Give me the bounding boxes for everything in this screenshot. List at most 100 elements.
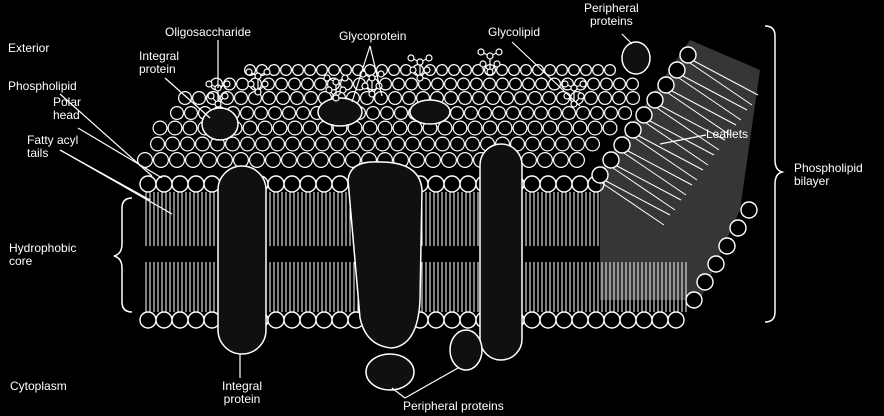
phospholipid-head	[426, 153, 441, 168]
phospholipid-head	[140, 176, 156, 192]
phospholipid-head	[719, 238, 735, 254]
phospholipid-head	[282, 153, 297, 168]
polar-head-label: Polar head	[53, 96, 81, 122]
phospholipid-head	[346, 137, 360, 151]
sugar-residue	[248, 81, 254, 87]
phospholipid-head	[498, 121, 512, 135]
phospholipid-head	[202, 153, 217, 168]
phospholipid-head	[741, 202, 757, 218]
phospholipid-head	[243, 121, 257, 135]
bilayer-bracket	[765, 26, 782, 322]
sugar-residue	[333, 79, 339, 85]
phospholipid-head	[403, 92, 416, 105]
integral-protein	[218, 166, 266, 354]
phospholipid-head	[588, 121, 602, 135]
phospholipid-head	[284, 176, 300, 192]
phospholipid-head	[466, 137, 480, 151]
phospholipid-head	[479, 107, 492, 120]
sugar-residue	[408, 55, 414, 61]
phospholipid-head	[237, 78, 249, 90]
leaflets-label: Leaflets	[706, 128, 748, 141]
phospholipid-head	[196, 137, 210, 151]
phospholipid-head	[549, 107, 562, 120]
phospholipid-head	[453, 121, 467, 135]
phospholipid-head	[513, 121, 527, 135]
phospholipid-head	[526, 137, 540, 151]
phospholipid-head	[188, 312, 204, 328]
sugar-residue	[342, 75, 348, 81]
phospholipid-head	[381, 107, 394, 120]
phospholipid-head	[669, 62, 685, 78]
phospholipid-head	[460, 176, 476, 192]
phospholipid-head	[614, 78, 626, 90]
phospholipid-head	[151, 137, 165, 151]
phospholipid-head	[269, 65, 280, 76]
phospholipid-bilayer-label: Phospholipid bilayer	[794, 162, 863, 188]
sugar-residue	[480, 61, 486, 67]
phospholipid-head	[521, 107, 534, 120]
integral-protein-top-label: Integral protein	[139, 50, 179, 76]
phospholipid-head	[367, 107, 380, 120]
sugar-residue	[362, 83, 368, 89]
phospholipid-head	[268, 176, 284, 192]
phospholipid-head	[627, 92, 640, 105]
glycolipid-label: Glycolipid	[488, 26, 540, 39]
phospholipid-head	[258, 121, 272, 135]
phospholipid-head	[581, 65, 592, 76]
phospholipid-head	[186, 153, 201, 168]
phospholipid-head	[620, 312, 636, 328]
phospholipid-head	[185, 107, 198, 120]
phospholipid-head	[283, 107, 296, 120]
phospholipid-head	[507, 107, 520, 120]
phospholipid-head	[361, 137, 375, 151]
sugar-residue	[580, 81, 586, 87]
phospholipid-head	[658, 77, 674, 93]
sugar-residue	[417, 59, 423, 65]
phospholipid-head	[408, 121, 422, 135]
phospholipid-head	[473, 92, 486, 105]
phospholipid-head	[460, 312, 476, 328]
phospholipid-head	[445, 92, 458, 105]
cytoplasm-label: Cytoplasm	[10, 380, 67, 393]
protein-top	[410, 100, 450, 124]
phospholipid-head	[154, 153, 169, 168]
phospholipid-head	[535, 107, 548, 120]
phospholipid-head	[330, 153, 345, 168]
phospholipid-head	[428, 312, 444, 328]
pointer-line	[78, 128, 162, 178]
phospholipid-head	[331, 137, 345, 151]
phospholipid-head	[524, 176, 540, 192]
phospholipid-head	[289, 78, 301, 90]
phospholipid-head	[218, 153, 233, 168]
phospholipid-head	[393, 121, 407, 135]
phospholipid-label: Phospholipid	[8, 80, 77, 93]
sugar-residue	[578, 93, 584, 99]
phospholipid-head	[156, 312, 172, 328]
phospholipid-head	[428, 176, 444, 192]
phospholipid-head	[406, 137, 420, 151]
fatty-acyl-tails-label: Fatty acyl tails	[27, 134, 78, 160]
phospholipid-head	[593, 65, 604, 76]
phospholipid-head	[302, 78, 314, 90]
phospholipid-head	[636, 312, 652, 328]
phospholipid-head	[459, 92, 472, 105]
phospholipid-head	[471, 78, 483, 90]
phospholipid-head	[269, 107, 282, 120]
sugar-residue	[222, 93, 228, 99]
phospholipid-head	[708, 256, 724, 272]
phospholipid-head	[332, 312, 348, 328]
phospholipid-head	[303, 121, 317, 135]
phospholipid-head	[179, 92, 192, 105]
phospholipid-head	[288, 121, 302, 135]
integral-protein-top	[202, 108, 238, 140]
sugar-residue	[208, 93, 214, 99]
phospholipid-head	[680, 47, 696, 63]
phospholipid-head	[515, 92, 528, 105]
phospholipid-head	[697, 274, 713, 290]
phospholipid-head	[569, 65, 580, 76]
phospholipid-head	[389, 65, 400, 76]
phospholipid-head	[468, 121, 482, 135]
sugar-residue	[426, 55, 432, 61]
phospholipid-head	[183, 121, 197, 135]
